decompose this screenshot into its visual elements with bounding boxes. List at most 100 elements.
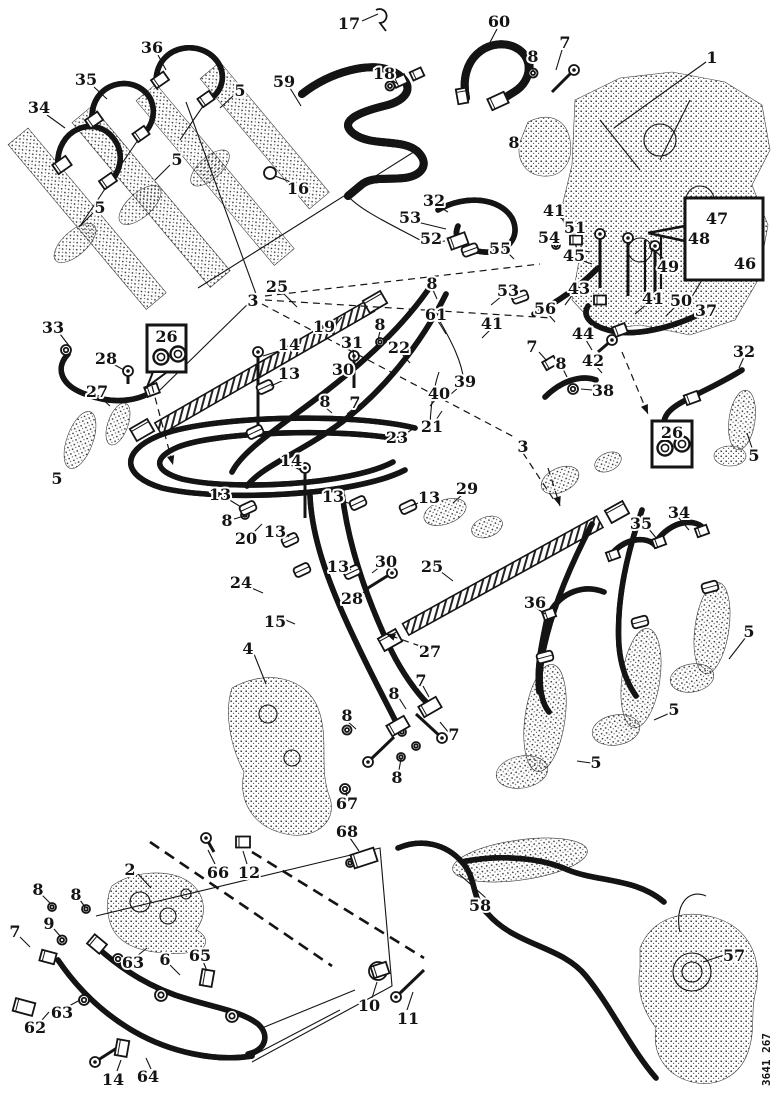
leader-line [435, 410, 443, 421]
fitting [97, 171, 119, 191]
callout-number-8: 8 [388, 684, 399, 703]
leader-line [78, 212, 94, 228]
leader-line [157, 54, 167, 71]
leader-line [282, 292, 298, 308]
fitting [85, 932, 109, 956]
bolt-head-dot [572, 68, 576, 72]
callout-number-60: 60 [488, 12, 510, 31]
callout-number-55: 55 [489, 239, 511, 258]
callout-number-8: 8 [426, 274, 437, 293]
fitting [113, 1038, 131, 1058]
leader-line [507, 252, 515, 260]
leader-line [398, 758, 402, 771]
leader-line [573, 248, 591, 253]
callout-number-7: 7 [448, 725, 459, 744]
fitting [454, 86, 470, 106]
leader-line [551, 241, 557, 249]
leader-line [647, 527, 658, 540]
boxed-callout-number: 26 [661, 423, 683, 442]
leader-line [432, 289, 438, 300]
callout-number-5: 5 [668, 700, 679, 719]
fitting [569, 234, 583, 246]
boxed-callout [647, 196, 765, 282]
washer-hole [347, 860, 353, 866]
leader-line [246, 585, 264, 594]
assembly-dash-line [251, 850, 425, 960]
callout-number-68: 68 [336, 822, 358, 841]
callout-number-67: 67 [336, 794, 358, 813]
tube-clamp [510, 289, 530, 305]
callout-number-43: 43 [568, 279, 590, 298]
callout-number-25: 25 [266, 277, 288, 296]
washer-hole [62, 346, 70, 354]
leader-line [422, 685, 430, 698]
washer-hole [114, 955, 122, 963]
callout-number-52: 52 [420, 229, 442, 248]
callout-number-12: 12 [238, 863, 260, 882]
clamp-17 [375, 8, 388, 32]
callout-number-7: 7 [415, 671, 426, 690]
callout-number-5: 5 [743, 622, 754, 641]
leader-line [329, 316, 343, 333]
leader-line [651, 247, 667, 262]
leader-line [564, 293, 574, 306]
fitting [693, 523, 711, 539]
fitting [198, 968, 216, 988]
callout-number-29: 29 [456, 479, 478, 498]
leader-line [728, 636, 747, 660]
callout-number-8: 8 [319, 392, 330, 411]
leader-line [613, 61, 707, 129]
leader-line [339, 499, 352, 505]
callout-number-16: 16 [287, 179, 309, 198]
leader-line [280, 529, 290, 538]
fitting [369, 960, 391, 980]
fitting [682, 389, 702, 407]
small-parts [11, 64, 720, 1068]
bolt-head-dot [394, 995, 398, 999]
callout-number-8: 8 [341, 706, 352, 725]
tube-clamp [700, 579, 720, 595]
callout-number-17: 17 [338, 14, 360, 33]
callout-number-4: 4 [242, 639, 253, 658]
leader-line [665, 305, 677, 317]
callout-number-32: 32 [733, 342, 755, 361]
callout-number-36: 36 [141, 38, 163, 57]
leader-line [59, 333, 71, 348]
boxed-callout: 26 [650, 419, 694, 469]
leader-line [481, 327, 493, 339]
leader-line [289, 87, 302, 107]
washer-hole [398, 754, 404, 760]
injector-body [728, 389, 756, 451]
callout-number-5: 5 [590, 753, 601, 772]
leader-line [684, 314, 700, 322]
injector-nozzle [118, 185, 162, 225]
callout-number-18: 18 [373, 64, 395, 83]
callout-number-2: 2 [124, 860, 135, 879]
fitting [604, 547, 622, 563]
boxed-callout-number: 26 [155, 327, 177, 346]
callout-number-5: 5 [171, 150, 182, 169]
washer-hole [413, 743, 419, 749]
leader-line [336, 374, 346, 385]
fitting [143, 381, 161, 399]
leader-line [377, 330, 381, 341]
fitting [51, 154, 73, 176]
tube-clamp [238, 500, 258, 516]
callout-number-34: 34 [28, 98, 50, 117]
callout-number-5: 5 [94, 198, 105, 217]
callout-number-35: 35 [75, 70, 97, 89]
fitting [83, 110, 105, 130]
callout-number-5: 5 [234, 81, 245, 100]
callout-number-13: 13 [418, 488, 440, 507]
washer-hole [83, 906, 89, 912]
callout-number-65: 65 [189, 946, 211, 965]
leader-line [562, 368, 568, 378]
arrowhead [386, 633, 396, 641]
leader-line [595, 365, 603, 374]
callout-number-7: 7 [526, 337, 537, 356]
leader-line [576, 760, 592, 764]
callout-number-8: 8 [32, 880, 43, 899]
leader-line [439, 570, 454, 582]
bolt-head-dot [126, 369, 130, 373]
